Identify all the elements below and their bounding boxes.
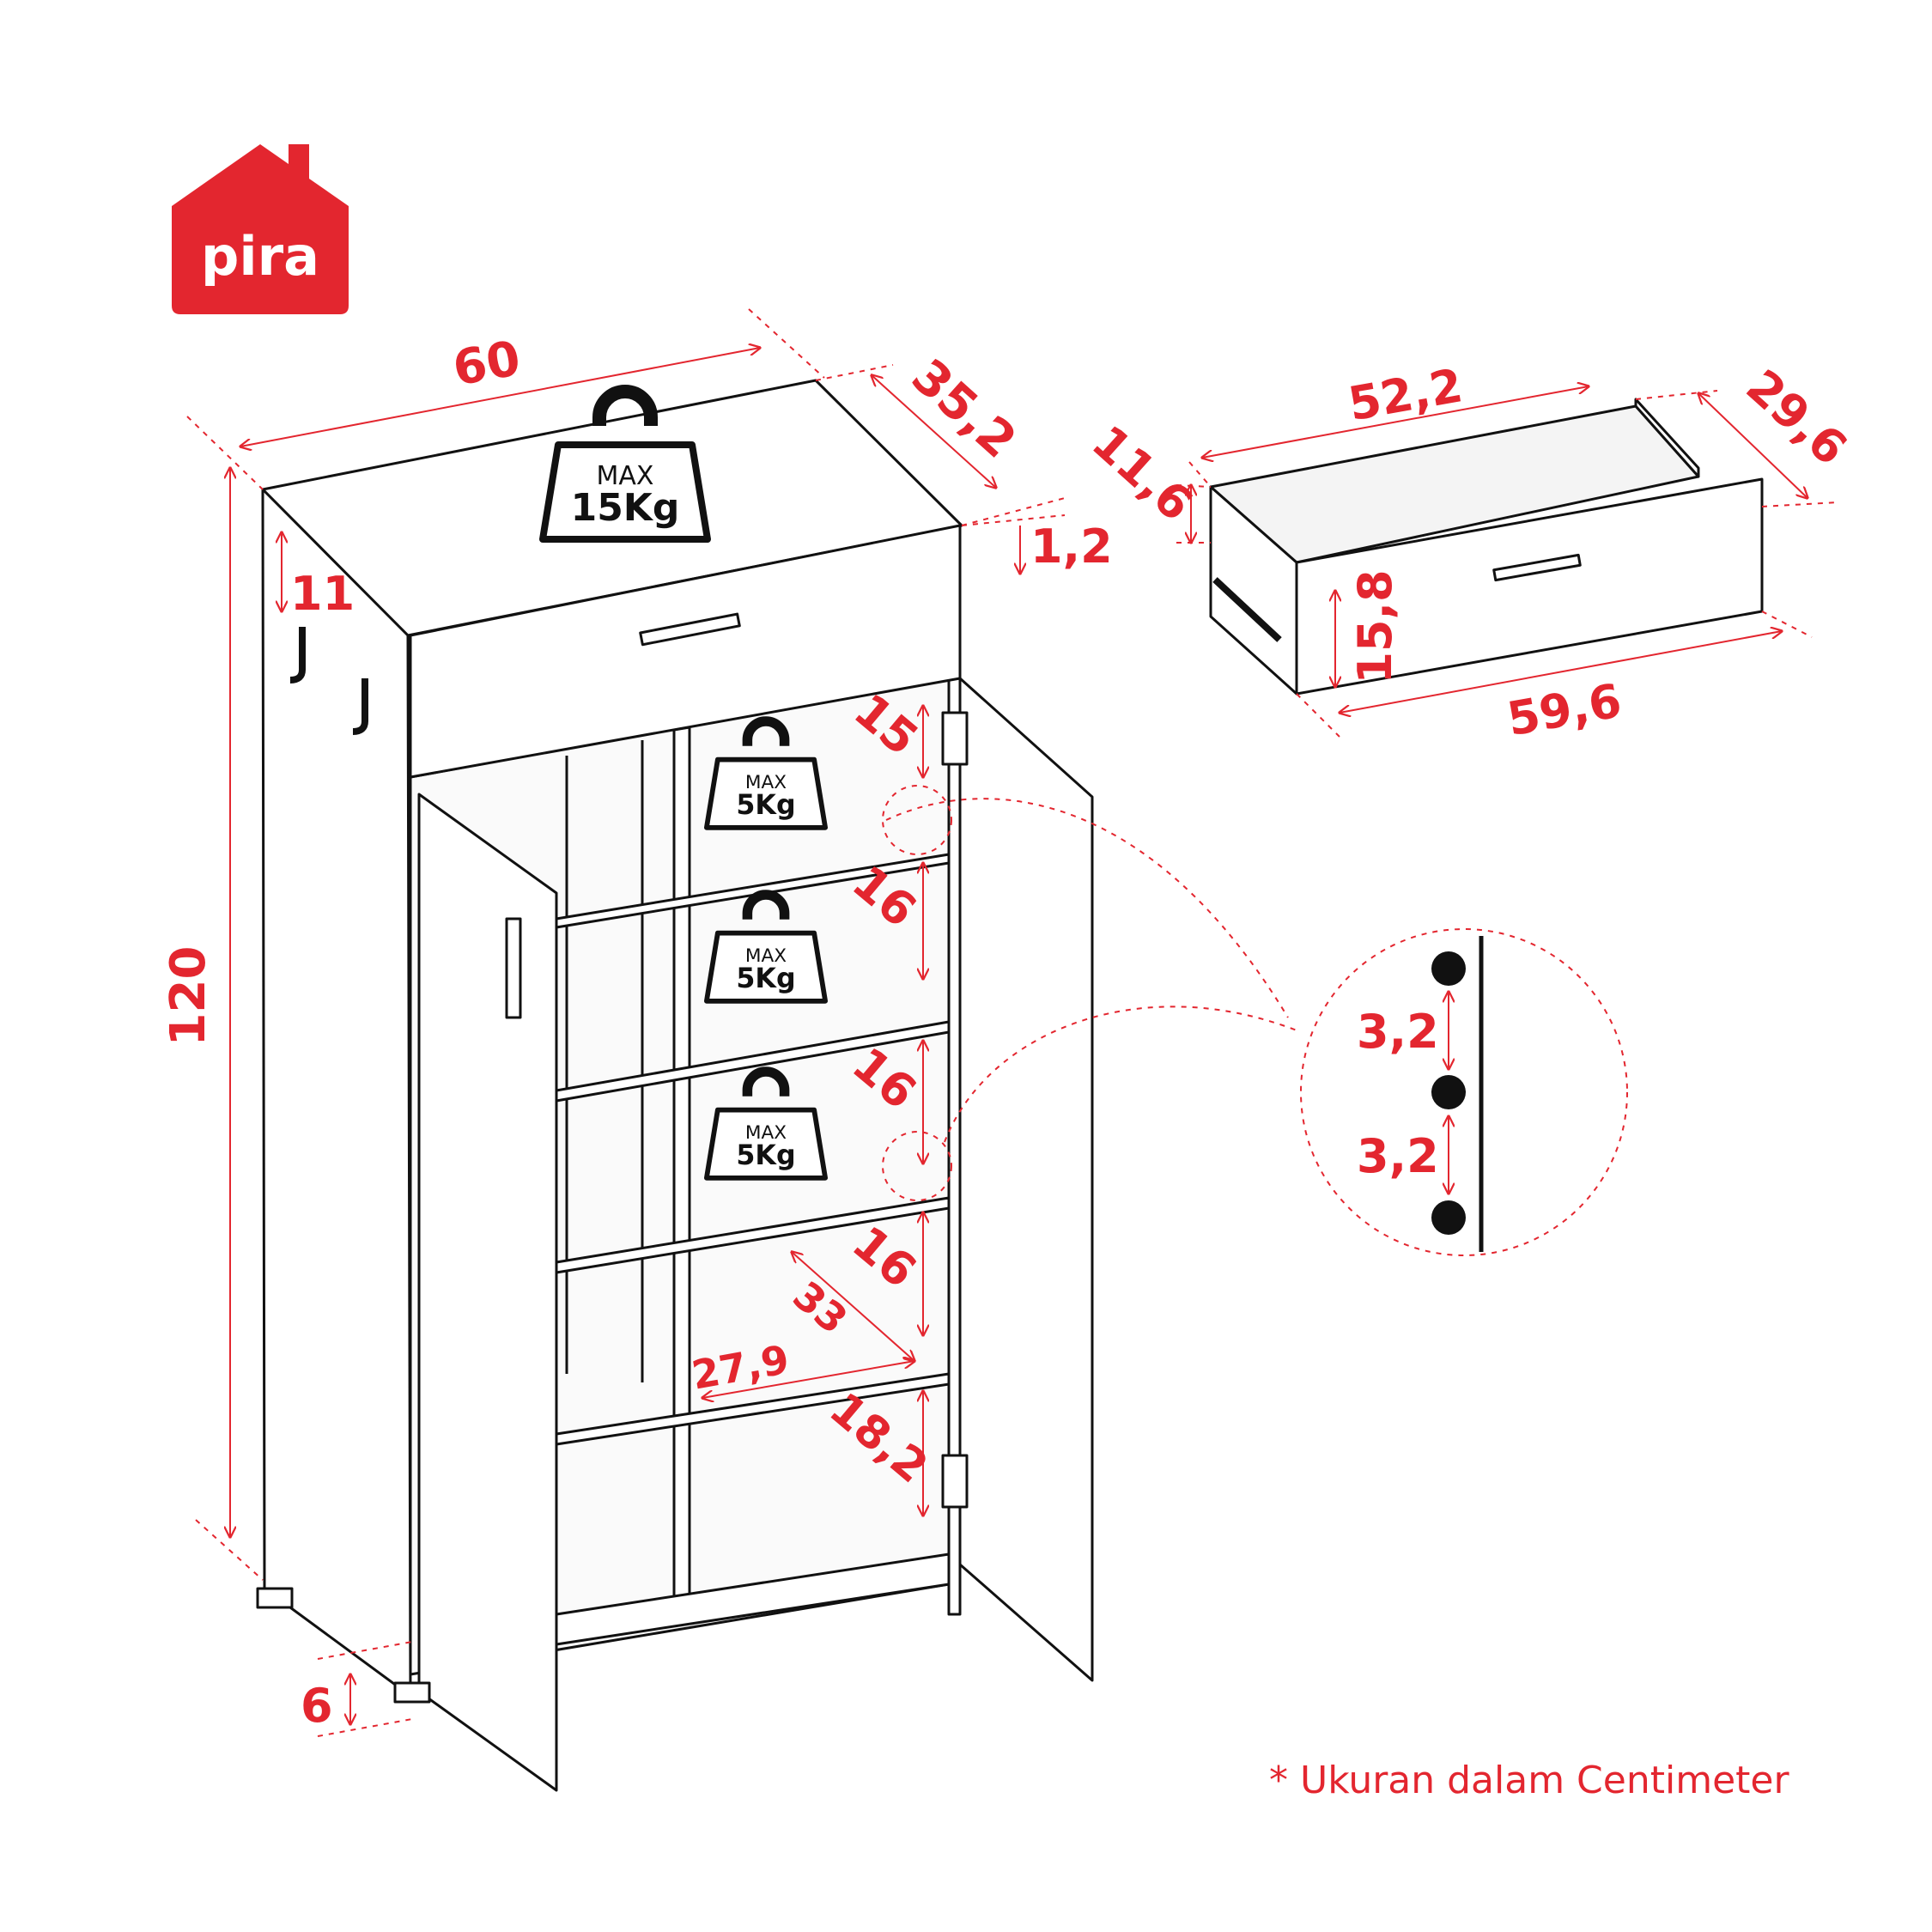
drawer-dim-depth: 29,6 (1736, 359, 1857, 476)
dim-depth: 35,2 (901, 349, 1026, 470)
drawer-dim-width-top: 52,2 (1345, 358, 1467, 431)
shelf2-weight-max: MAX (745, 945, 787, 967)
units-footnote: * Ukuran dalam Centimeter (1269, 1759, 1789, 1802)
top-weight-max: MAX (597, 461, 654, 491)
hole-spacing-1: 3,2 (1357, 1005, 1439, 1059)
dim-width: 60 (449, 331, 525, 398)
shelf3-weight-load: 5Kg (736, 1140, 795, 1171)
dim-top-thickness: 1,2 (1030, 519, 1113, 574)
hook-1 (289, 627, 306, 683)
drawer-box-handle (1492, 553, 1582, 582)
dim-height: 120 (161, 946, 216, 1047)
hole-detail: 3,2 3,2 (1300, 928, 1628, 1256)
right-door (958, 677, 1094, 1682)
cabinet-left-side (261, 488, 412, 1698)
hook-2 (352, 678, 368, 735)
drawer-handle (639, 612, 741, 647)
shelf3-weight-max: MAX (745, 1122, 787, 1144)
left-door (417, 793, 558, 1792)
weight-icon-shelf-3: MAX 5Kg (704, 1066, 828, 1181)
drawer-dim-height: 11,6 (1082, 415, 1203, 532)
pira-logo: pira (172, 144, 349, 314)
middle-divider (672, 726, 691, 1601)
cabinet-dimensions (230, 348, 1020, 1724)
drawer-dim-front-width: 59,6 (1504, 673, 1625, 746)
shelf1-weight-max: MAX (745, 772, 787, 793)
logo-text: pira (201, 225, 319, 288)
weight-icon-shelf-2: MAX 5Kg (704, 890, 828, 1004)
dim-foot-height: 6 (301, 1679, 333, 1733)
drawer-dimensions (1191, 386, 1807, 713)
cabinet-dashed-guides (186, 308, 1297, 1737)
hole-spacing-2: 3,2 (1357, 1129, 1439, 1183)
shelf2-weight-load: 5Kg (736, 963, 795, 994)
drawer-dashed-guides (1176, 390, 1838, 738)
dim-hook-offset: 11 (290, 567, 355, 621)
weight-icon-shelf-1: MAX 5Kg (704, 716, 828, 830)
top-weight-load: 15Kg (571, 486, 680, 530)
left-door-handle (505, 917, 522, 1019)
cabinet-drawing (256, 379, 1094, 1792)
shelf1-weight-load: 5Kg (736, 790, 795, 821)
drawer-dim-front-height: 15,8 (1348, 569, 1402, 683)
